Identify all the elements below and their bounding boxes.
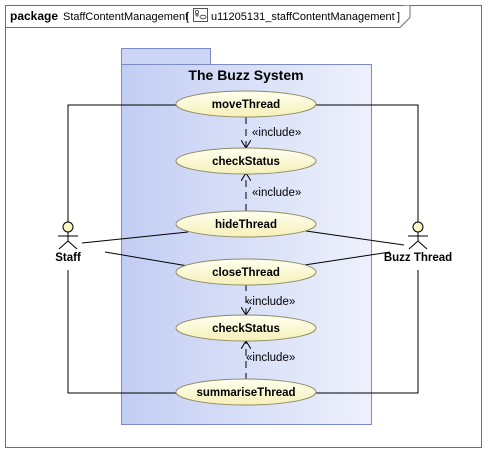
include-label-2: «include» — [252, 187, 301, 199]
actor-staff[interactable]: Staff — [55, 221, 81, 264]
actor-buzz-thread-label: Buzz Thread — [384, 252, 452, 264]
buzz-hidethread-association — [305, 230, 405, 246]
include-label-3: «include» — [246, 296, 295, 308]
association-lines — [67, 104, 419, 394]
staff-movethread-association — [67, 104, 178, 222]
usecase-hidethread-label: hideThread — [215, 219, 277, 231]
actor-buzz-thread-icon — [408, 221, 428, 250]
buzz-summarise-association — [314, 270, 419, 394]
package-name: StaffContentManagement — [63, 11, 188, 23]
staff-closethread-association — [104, 251, 189, 267]
usecase-movethread-label: moveThread — [212, 99, 280, 111]
usecase-summarisethread[interactable]: summariseThread — [175, 378, 317, 406]
staff-summarise-association — [67, 270, 178, 394]
system-title: The Buzz System — [188, 67, 303, 83]
usecase-checkstatus-1-label: checkStatus — [212, 156, 280, 168]
usecase-movethread[interactable]: moveThread — [175, 90, 317, 118]
package-keyword: package — [10, 9, 58, 23]
actor-staff-label: Staff — [55, 252, 81, 264]
usecase-checkstatus-2[interactable]: checkStatus — [175, 314, 317, 342]
include-label-1: «include» — [252, 127, 301, 139]
package-bracket-open: [ — [186, 11, 189, 23]
staff-hidethread-association — [81, 231, 189, 244]
buzz-movethread-association — [314, 104, 419, 222]
usecase-closethread[interactable]: closeThread — [175, 258, 317, 286]
usecase-summarisethread-label: summariseThread — [196, 387, 295, 399]
actor-staff-icon — [58, 221, 78, 250]
include-label-4: «include» — [246, 352, 295, 364]
usecase-checkstatus-2-label: checkStatus — [212, 323, 280, 335]
usecase-closethread-label: closeThread — [212, 267, 280, 279]
diagram-type-icon — [193, 8, 208, 22]
usecase-hidethread[interactable]: hideThread — [175, 210, 317, 238]
usecase-checkstatus-1[interactable]: checkStatus — [175, 147, 317, 175]
diagram-name: u11205131_staffContentManagement — [211, 11, 395, 23]
buzz-closethread-association — [297, 251, 391, 267]
actor-buzz-thread[interactable]: Buzz Thread — [384, 221, 452, 264]
package-bracket-close: ] — [397, 11, 400, 23]
